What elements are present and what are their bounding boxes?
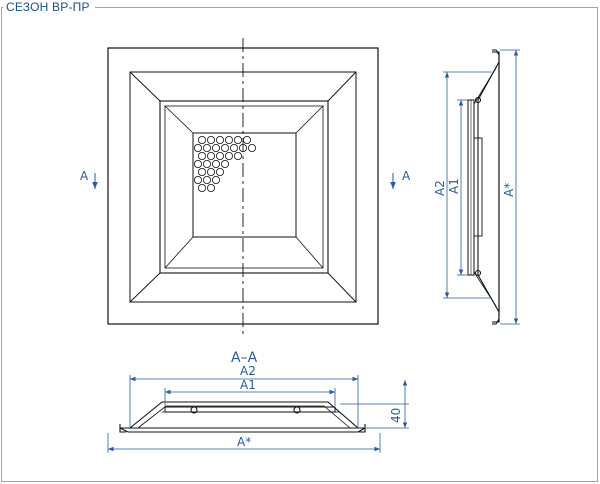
section-height-label: 40 xyxy=(389,408,403,423)
frame-border xyxy=(1,7,598,482)
perforation-hole xyxy=(202,143,211,152)
perforation-hole xyxy=(197,183,206,192)
perforation-hole xyxy=(197,151,206,160)
side-astar-label: A* xyxy=(502,183,516,197)
perforation-hole xyxy=(233,151,242,160)
perforation-hole xyxy=(206,151,215,160)
panel-inner xyxy=(164,105,324,269)
perforation-hole xyxy=(193,159,202,168)
perforation-hole xyxy=(247,143,256,152)
side-dimensions xyxy=(443,49,520,325)
section-a2-label: A2 xyxy=(240,364,256,378)
perforation-hole xyxy=(206,135,215,144)
perforation-hole xyxy=(193,143,202,152)
perforation-hole xyxy=(220,159,229,168)
perforation-hole xyxy=(202,175,211,184)
perforation-hole xyxy=(215,167,224,176)
side-a1-label: A1 xyxy=(447,178,461,194)
section-marker-right-label: A xyxy=(402,169,411,183)
perforation-holes xyxy=(193,135,256,192)
perforation-hole xyxy=(229,143,238,152)
section-title: A–A xyxy=(231,350,258,366)
perforation-hole xyxy=(206,167,215,176)
panel-outer xyxy=(159,100,329,274)
section-astar-label: A* xyxy=(237,435,251,449)
perforation-hole xyxy=(224,135,233,144)
perforated-face xyxy=(192,132,297,238)
perforation-hole xyxy=(197,135,206,144)
side-a2-label: A2 xyxy=(433,180,447,196)
perforation-hole xyxy=(211,159,220,168)
section-a1-label: A1 xyxy=(240,378,256,392)
section-marker-right: A xyxy=(390,169,411,189)
drawing-title: СЕЗОН ВР-ПР xyxy=(3,0,95,15)
perforation-hole xyxy=(220,143,229,152)
perforation-hole xyxy=(193,175,202,184)
perforation-hole xyxy=(202,159,211,168)
side-view xyxy=(467,49,500,325)
perforation-hole xyxy=(233,135,242,144)
perforation-hole xyxy=(215,151,224,160)
section-dimensions xyxy=(107,375,409,453)
perforation-hole xyxy=(224,151,233,160)
section-marker-left: A xyxy=(80,169,98,189)
section-view xyxy=(119,401,366,433)
section-marker-left-label: A xyxy=(80,169,89,183)
perforation-hole xyxy=(215,135,224,144)
perforation-hole xyxy=(211,175,220,184)
perforation-hole xyxy=(211,143,220,152)
perforation-hole xyxy=(242,135,251,144)
perforation-hole xyxy=(206,183,215,192)
perforation-hole xyxy=(197,167,206,176)
